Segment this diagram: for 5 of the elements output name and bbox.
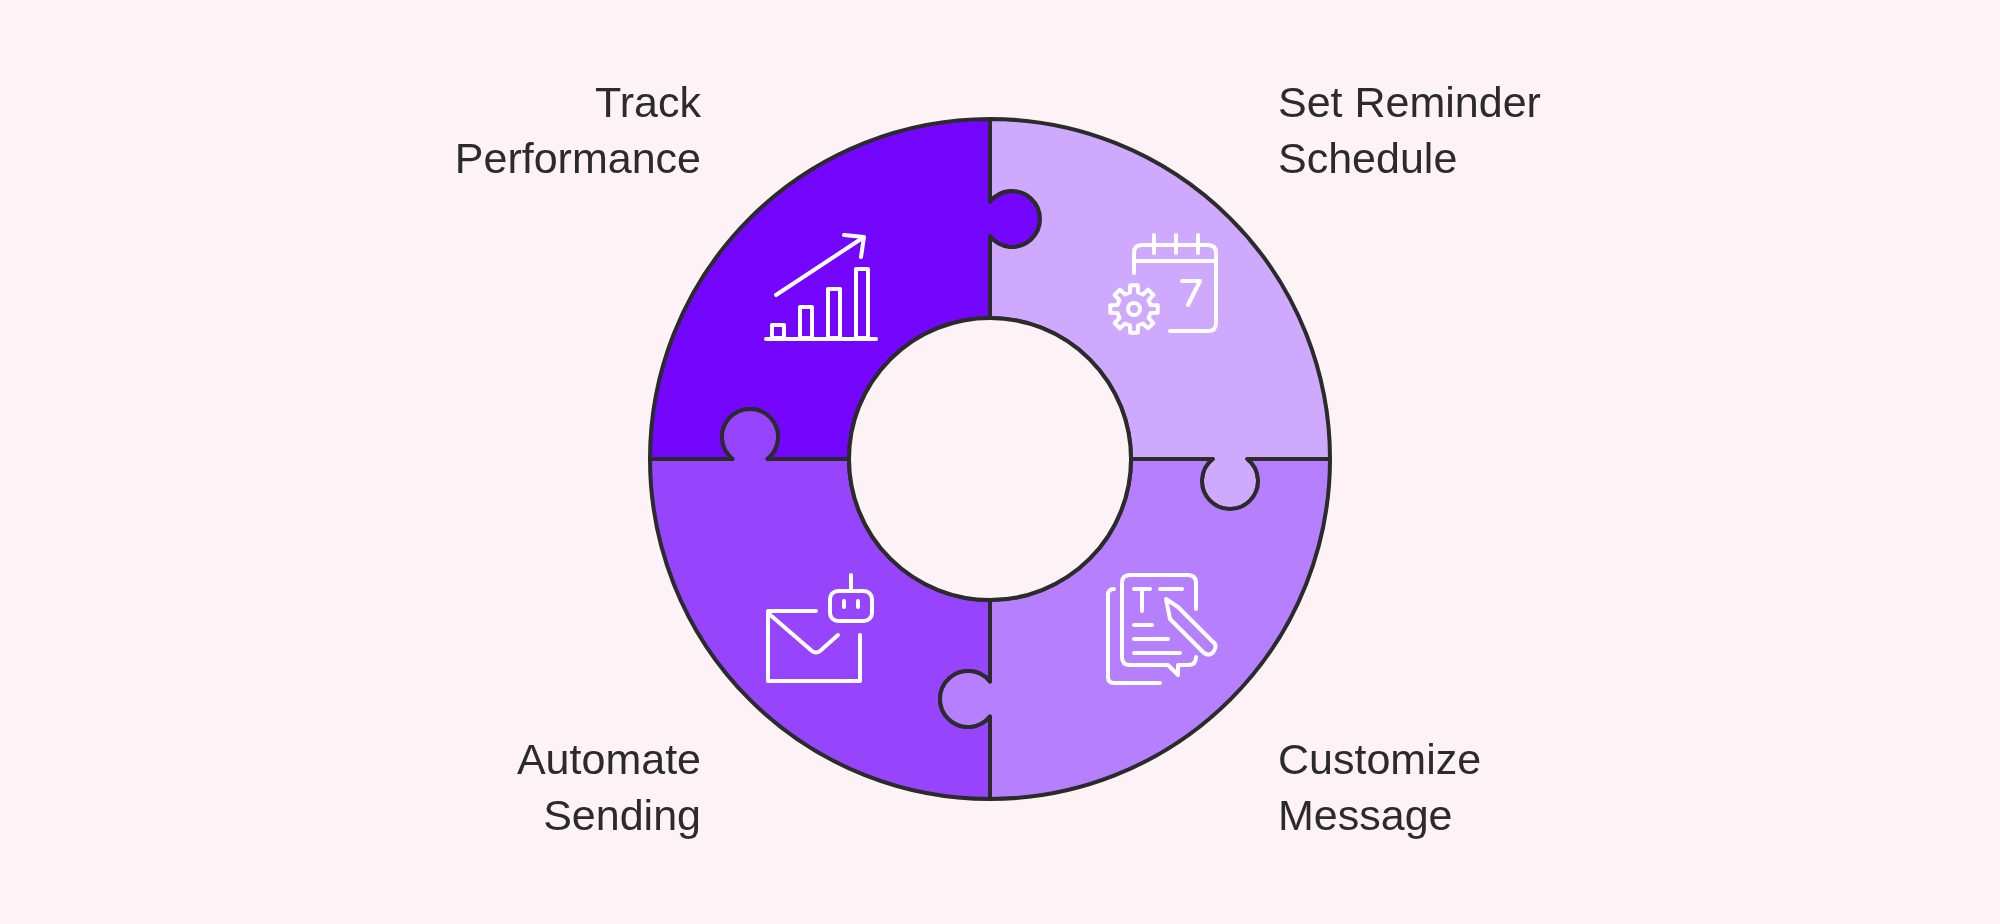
step-label: Automate Sending (515, 734, 701, 841)
center-circle (847, 316, 1133, 602)
step-label: Track Performance (453, 77, 701, 184)
step-label: Set Reminder Schedule (1278, 77, 1542, 184)
step-label: Customize Message (1278, 734, 1483, 841)
